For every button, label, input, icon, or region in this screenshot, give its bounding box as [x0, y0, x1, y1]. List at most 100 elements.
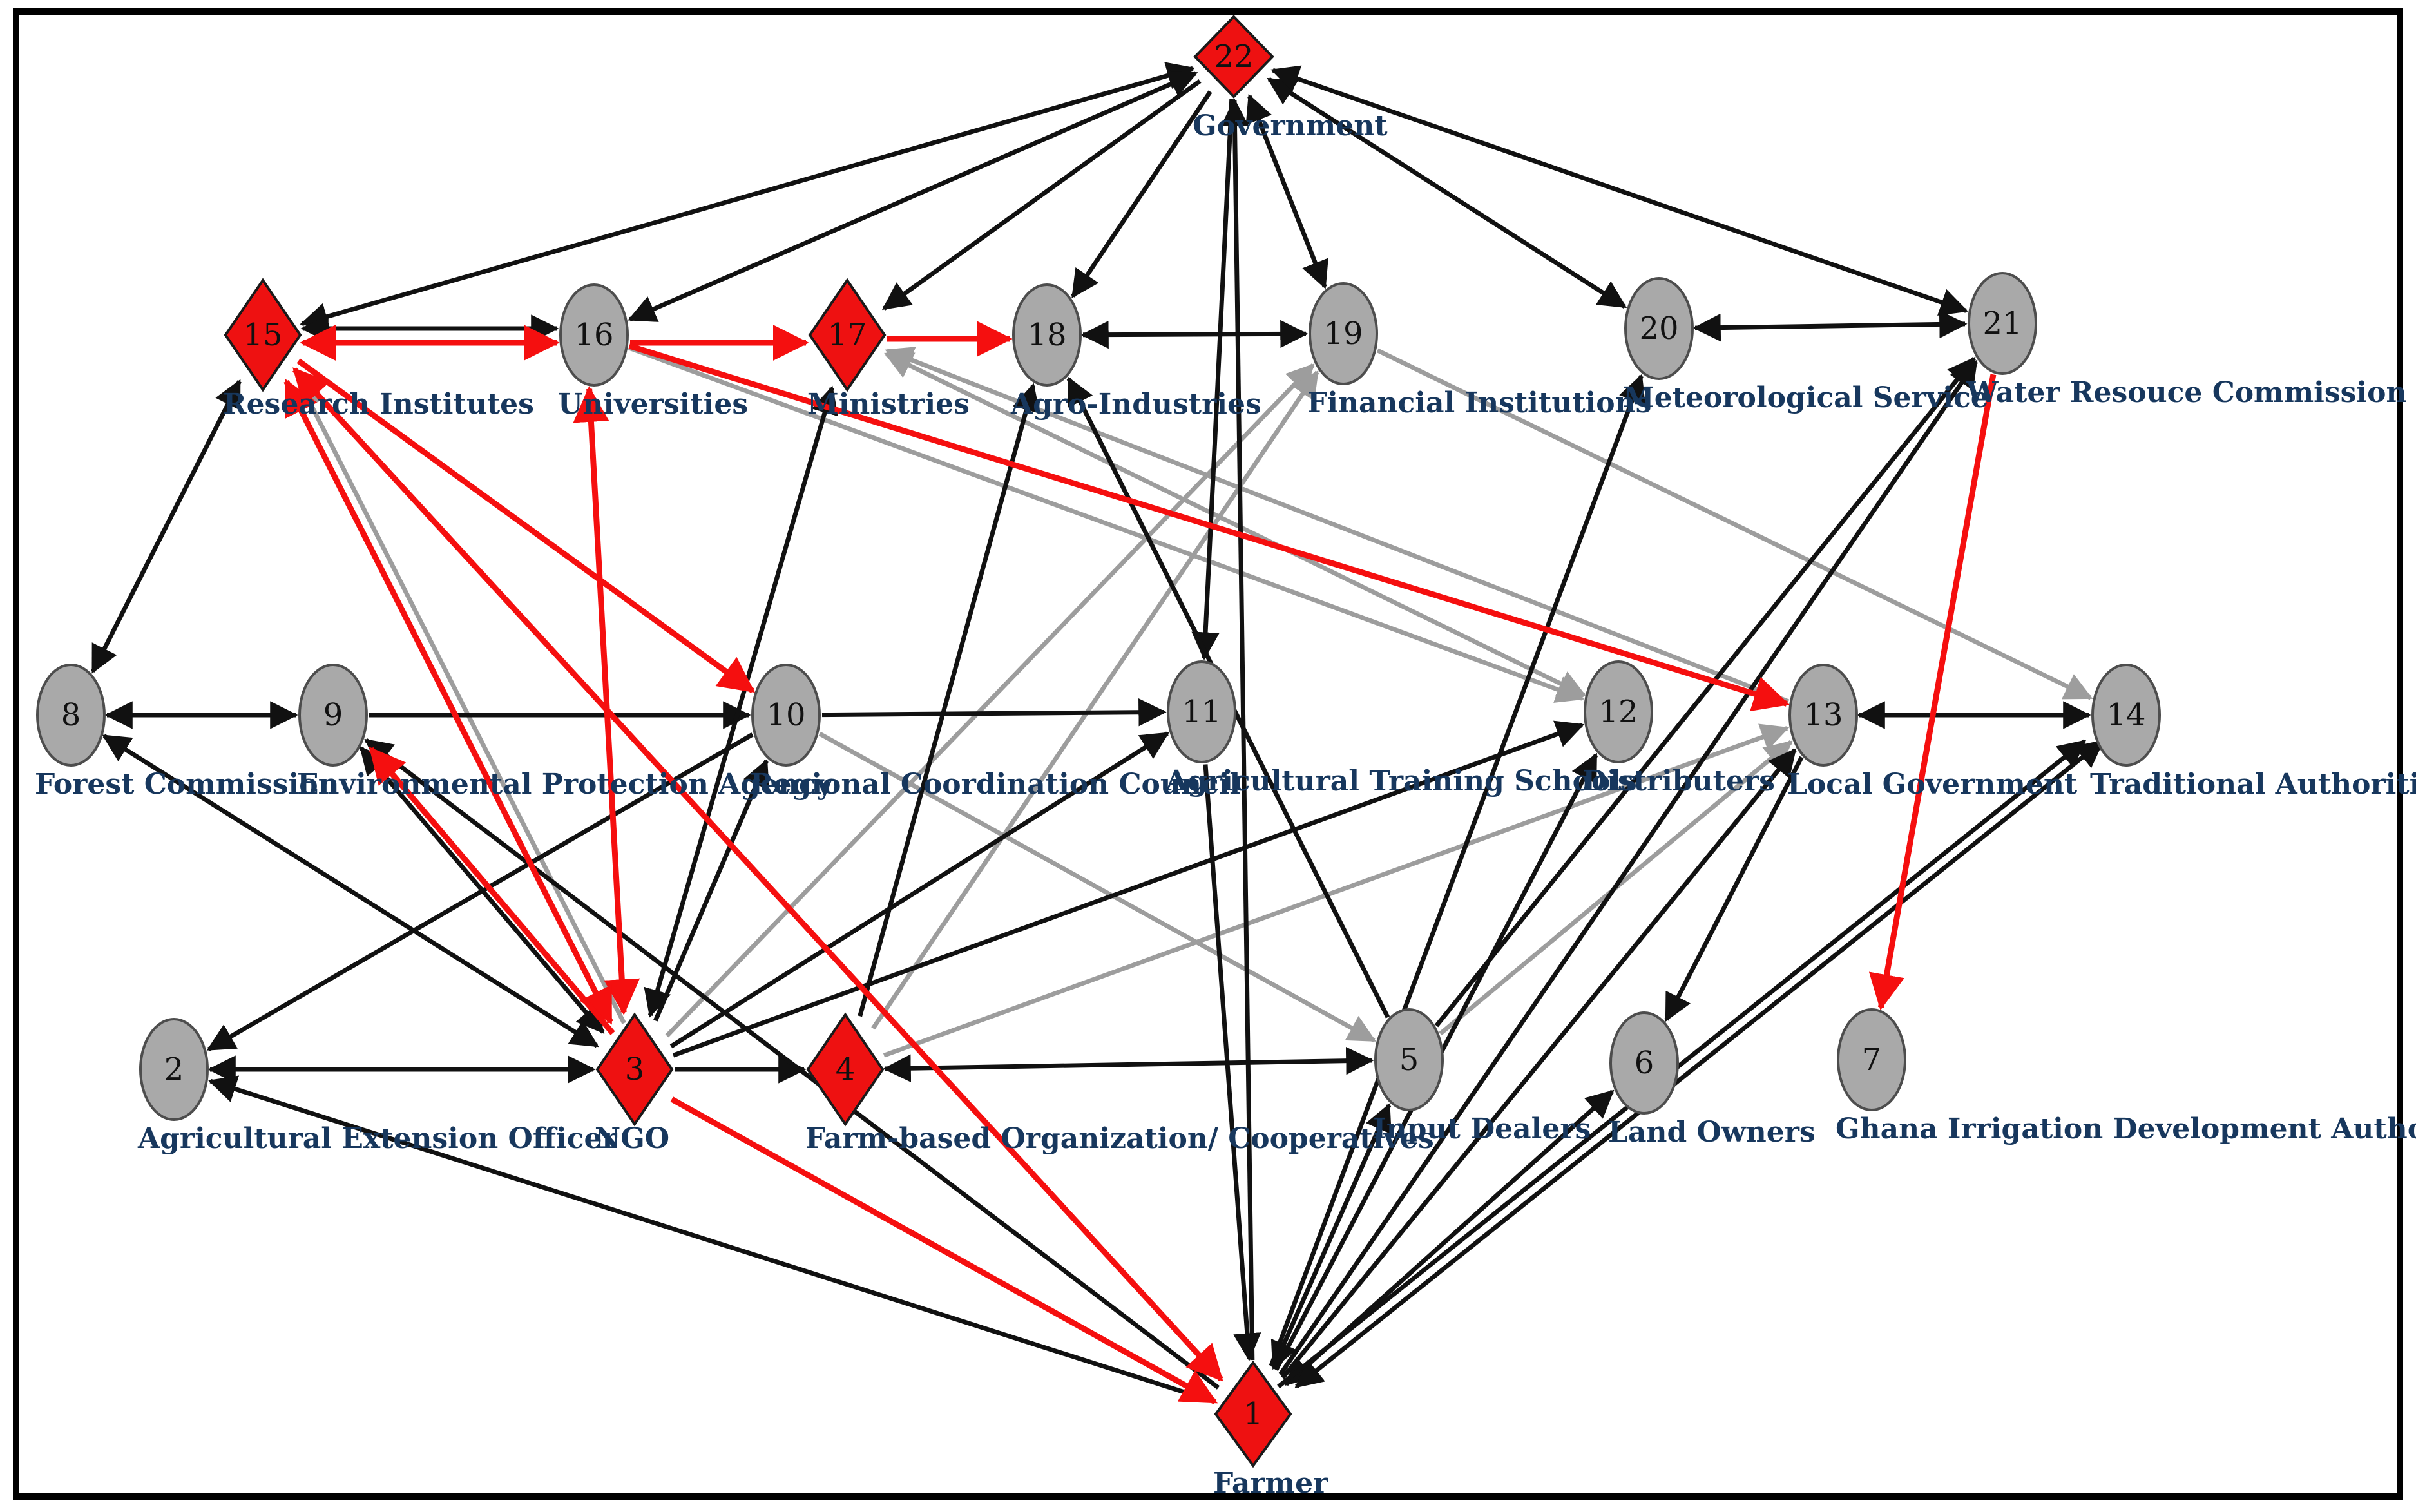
circle-shape[interactable] — [1837, 1008, 1906, 1111]
node-label-agricultural-extension-officer: Agricultural Extension Officer — [137, 1122, 618, 1155]
node-label-financial-institutions: Financial Institutions — [1307, 387, 1651, 419]
node-number: 6 — [1635, 1045, 1654, 1081]
node-number: 5 — [1399, 1042, 1419, 1078]
node-label-ministries: Ministries — [807, 388, 970, 421]
node-ministries[interactable]: 17 — [808, 278, 887, 392]
circle-shape[interactable] — [36, 664, 106, 767]
node-ngo[interactable]: 3 — [595, 1012, 674, 1127]
edge-15-8-black — [90, 379, 242, 674]
edge-21-7-red — [1868, 374, 1997, 1011]
edge-5-21-black — [1434, 356, 1976, 1028]
edge-10-11-black — [821, 698, 1167, 727]
diamond-shape[interactable] — [1193, 15, 1274, 99]
node-label-universities: Universities — [558, 388, 748, 421]
circle-shape[interactable] — [751, 664, 821, 767]
circle-shape[interactable] — [1584, 660, 1653, 763]
node-number: 3 — [625, 1051, 645, 1087]
node-agricultural-training-schools[interactable]: 11 — [1167, 660, 1236, 763]
node-agro-industries[interactable]: 18 — [1012, 283, 1082, 387]
node-label-forest-commission: Forest Commission — [35, 768, 339, 801]
node-universities[interactable]: 16 — [559, 283, 629, 387]
circle-shape[interactable] — [1167, 660, 1236, 763]
node-number: 8 — [61, 697, 81, 733]
edge-1-21-black — [1278, 359, 1979, 1376]
node-label-ghana-irrigation-development-authorithy: Ghana Irrigation Development Authorithy — [1836, 1113, 2416, 1145]
node-number: 11 — [1182, 694, 1221, 730]
diamond-shape[interactable] — [595, 1012, 674, 1127]
edge-15-10-red — [296, 358, 756, 694]
node-input-dealers[interactable]: 5 — [1374, 1008, 1444, 1111]
node-number: 18 — [1027, 317, 1066, 353]
circle-shape[interactable] — [1624, 277, 1694, 380]
edge-4-19-gray — [871, 370, 1319, 1030]
node-label-farm-based-organization-cooperatives: Farm-based Organization/ Cooperatives — [805, 1122, 1434, 1155]
node-land-owners[interactable]: 6 — [1609, 1011, 1679, 1115]
node-farmer[interactable]: 1 — [1214, 1360, 1292, 1468]
node-label-water-resouce-commission: Water Resouce Commission — [1966, 376, 2406, 409]
node-number: 13 — [1803, 697, 1843, 733]
node-financial-institutions[interactable]: 19 — [1309, 282, 1378, 385]
diamond-shape[interactable] — [806, 1012, 885, 1127]
edge-18-19-black — [1080, 320, 1309, 349]
node-research-institutes[interactable]: 15 — [224, 278, 302, 392]
node-number: 17 — [827, 317, 867, 353]
circle-shape[interactable] — [1609, 1011, 1679, 1115]
node-regional-coordination-council[interactable]: 10 — [751, 664, 821, 767]
node-number: 15 — [243, 317, 282, 353]
diamond-shape[interactable] — [224, 278, 302, 392]
circle-shape[interactable] — [1968, 272, 2037, 375]
edge-1-13-black — [1281, 748, 1797, 1379]
diamond-shape[interactable] — [808, 278, 887, 392]
node-local-government[interactable]: 13 — [1788, 664, 1858, 767]
node-label-environmental-protection-agency: Environmental Protection Agency — [297, 768, 834, 801]
node-label-distributers: Distributers — [1582, 765, 1775, 798]
circle-shape[interactable] — [298, 664, 368, 767]
node-label-meteorological-service: Meteorological Service — [1623, 381, 1989, 414]
edge-15-22-black — [300, 62, 1195, 330]
node-label-research-institutes: Research Institutes — [223, 388, 534, 421]
node-environmental-protection-agency[interactable]: 9 — [298, 664, 368, 767]
node-government[interactable]: 22 — [1193, 15, 1274, 99]
diagram-border — [13, 8, 2403, 1500]
circle-shape[interactable] — [1309, 282, 1378, 385]
node-label-input-dealers: Input Dealers — [1373, 1113, 1591, 1145]
node-farm-based-organization-cooperatives[interactable]: 4 — [806, 1012, 885, 1127]
edge-3-1-red — [670, 1096, 1218, 1405]
node-distributers[interactable]: 12 — [1584, 660, 1653, 763]
edge-22-18-black — [1071, 90, 1213, 299]
edge-15-1-red — [292, 367, 1223, 1382]
circle-shape[interactable] — [2091, 664, 2161, 767]
node-label-land-owners: Land Owners — [1608, 1116, 1816, 1149]
circle-shape[interactable] — [139, 1018, 209, 1121]
node-water-resouce-commission[interactable]: 21 — [1968, 272, 2037, 375]
node-number: 14 — [2106, 697, 2145, 733]
circle-shape[interactable] — [1012, 283, 1082, 387]
node-number: 19 — [1323, 316, 1363, 352]
node-number: 12 — [1598, 694, 1638, 730]
edge-22-17-black — [881, 79, 1202, 311]
node-ghana-irrigation-development-authorithy[interactable]: 7 — [1837, 1008, 1906, 1111]
node-traditional-authorities[interactable]: 14 — [2091, 664, 2161, 767]
diamond-shape[interactable] — [1214, 1360, 1292, 1468]
node-label-agro-industries: Agro-Industries — [1010, 388, 1261, 421]
edge-22-16-black — [628, 70, 1198, 322]
edge-22-11-black — [1191, 99, 1234, 660]
node-number: 10 — [766, 697, 805, 733]
node-meteorological-service[interactable]: 20 — [1624, 277, 1694, 380]
node-label-ngo: NGO — [595, 1122, 669, 1155]
node-label-agricultural-training-schools: Agricultural Training Schools — [1165, 765, 1637, 798]
circle-shape[interactable] — [1374, 1008, 1444, 1111]
node-label-regional-coordination-council: Regional Coordination Council — [750, 768, 1240, 801]
node-forest-commission[interactable]: 8 — [36, 664, 106, 767]
node-label-traditional-authorities: Traditional Authorities — [2090, 768, 2416, 801]
node-number: 21 — [1982, 305, 2022, 341]
edge-22-21-black — [1270, 65, 1969, 316]
node-number: 7 — [1862, 1042, 1882, 1078]
edge-1-20-black — [1269, 374, 1645, 1367]
circle-shape[interactable] — [559, 283, 629, 387]
circle-shape[interactable] — [1788, 664, 1858, 767]
node-agricultural-extension-officer[interactable]: 2 — [139, 1018, 209, 1121]
node-number: 4 — [836, 1051, 856, 1087]
